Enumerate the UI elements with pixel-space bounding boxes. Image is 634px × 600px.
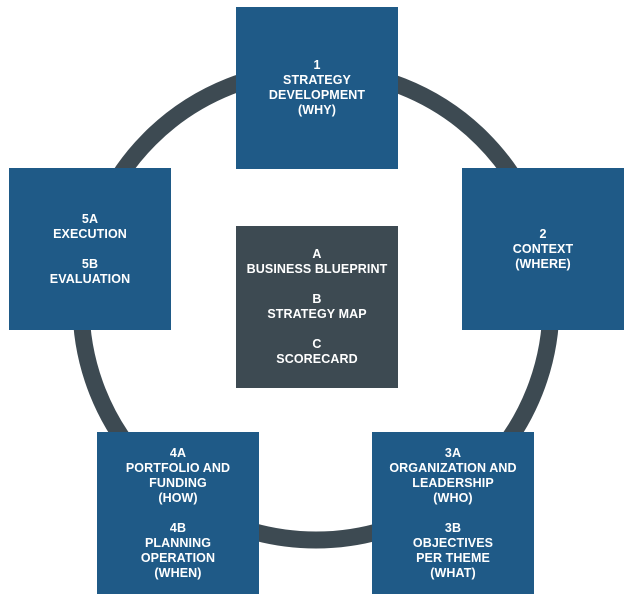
label-line: OBJECTIVES <box>412 535 494 550</box>
label-line: 5A <box>81 211 99 226</box>
label-line: STRATEGY MAP <box>267 307 367 321</box>
label-line: (HOW) <box>158 490 198 505</box>
label-line: 1 <box>313 58 321 72</box>
label-line: PLANNING <box>144 535 212 550</box>
label-line: (WHY) <box>298 103 336 117</box>
label-line: (WHEN) <box>154 565 202 580</box>
label-line: (WHAT) <box>430 565 476 580</box>
label-line: 5B <box>81 256 99 271</box>
label-line: 4A <box>169 445 187 460</box>
label-line: B <box>312 292 322 306</box>
label-line: 3A <box>444 445 462 460</box>
label-line: ORGANIZATION AND <box>389 460 517 475</box>
label-line: A <box>312 247 322 261</box>
label-line: BUSINESS BLUEPRINT <box>246 262 388 276</box>
label-line: (WHO) <box>433 490 473 505</box>
label-line: FUNDING <box>149 475 207 490</box>
label-line: CONTEXT <box>512 241 574 256</box>
label-line: STRATEGY <box>283 73 351 87</box>
label-line: LEADERSHIP <box>412 475 494 490</box>
label-line: DEVELOPMENT <box>268 88 366 102</box>
label-line: 3B <box>444 520 462 535</box>
label-line: 4B <box>169 520 187 535</box>
label-line: EVALUATION <box>49 271 131 286</box>
label-line: (WHERE) <box>515 256 571 271</box>
label-line: C <box>312 337 322 351</box>
label-line: SCORECARD <box>276 352 358 366</box>
label-line: 2 <box>539 226 547 241</box>
label-line: OPERATION <box>140 550 216 565</box>
label-line: EXECUTION <box>53 226 127 241</box>
label-line: PER THEME <box>416 550 490 565</box>
label-line: PORTFOLIO AND <box>125 460 231 475</box>
